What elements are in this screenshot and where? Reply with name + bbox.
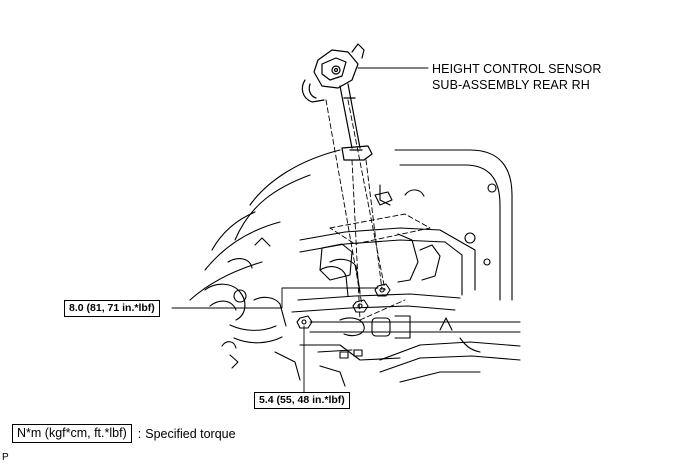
torque-spec-upper: 8.0 (81, 71 in.*lbf) <box>64 300 160 317</box>
legend-units-box: N*m (kgf*cm, ft.*lbf) <box>12 424 132 443</box>
mounting-bolts <box>296 283 391 329</box>
vehicle-body-structure <box>189 149 521 387</box>
part-label: HEIGHT CONTROL SENSOR SUB-ASSEMBLY REAR … <box>432 61 601 93</box>
lower-bolt-icon <box>352 299 369 313</box>
legend-separator: : <box>137 426 142 441</box>
leader-lines <box>171 67 429 395</box>
installation-guide-lines <box>325 99 431 321</box>
legend: N*m (kgf*cm, ft.*lbf) : Specified torque <box>12 424 236 443</box>
part-label-line2: SUB-ASSEMBLY REAR RH <box>432 78 590 92</box>
legend-description: Specified torque <box>145 426 236 441</box>
link-nut-icon <box>296 315 313 329</box>
height-control-sensor <box>301 43 373 161</box>
part-label-line1: HEIGHT CONTROL SENSOR <box>432 62 602 76</box>
footer-code: P <box>2 452 9 463</box>
upper-nut-icon <box>374 283 391 297</box>
torque-spec-lower: 5.4 (55, 48 in.*lbf) <box>254 392 350 409</box>
